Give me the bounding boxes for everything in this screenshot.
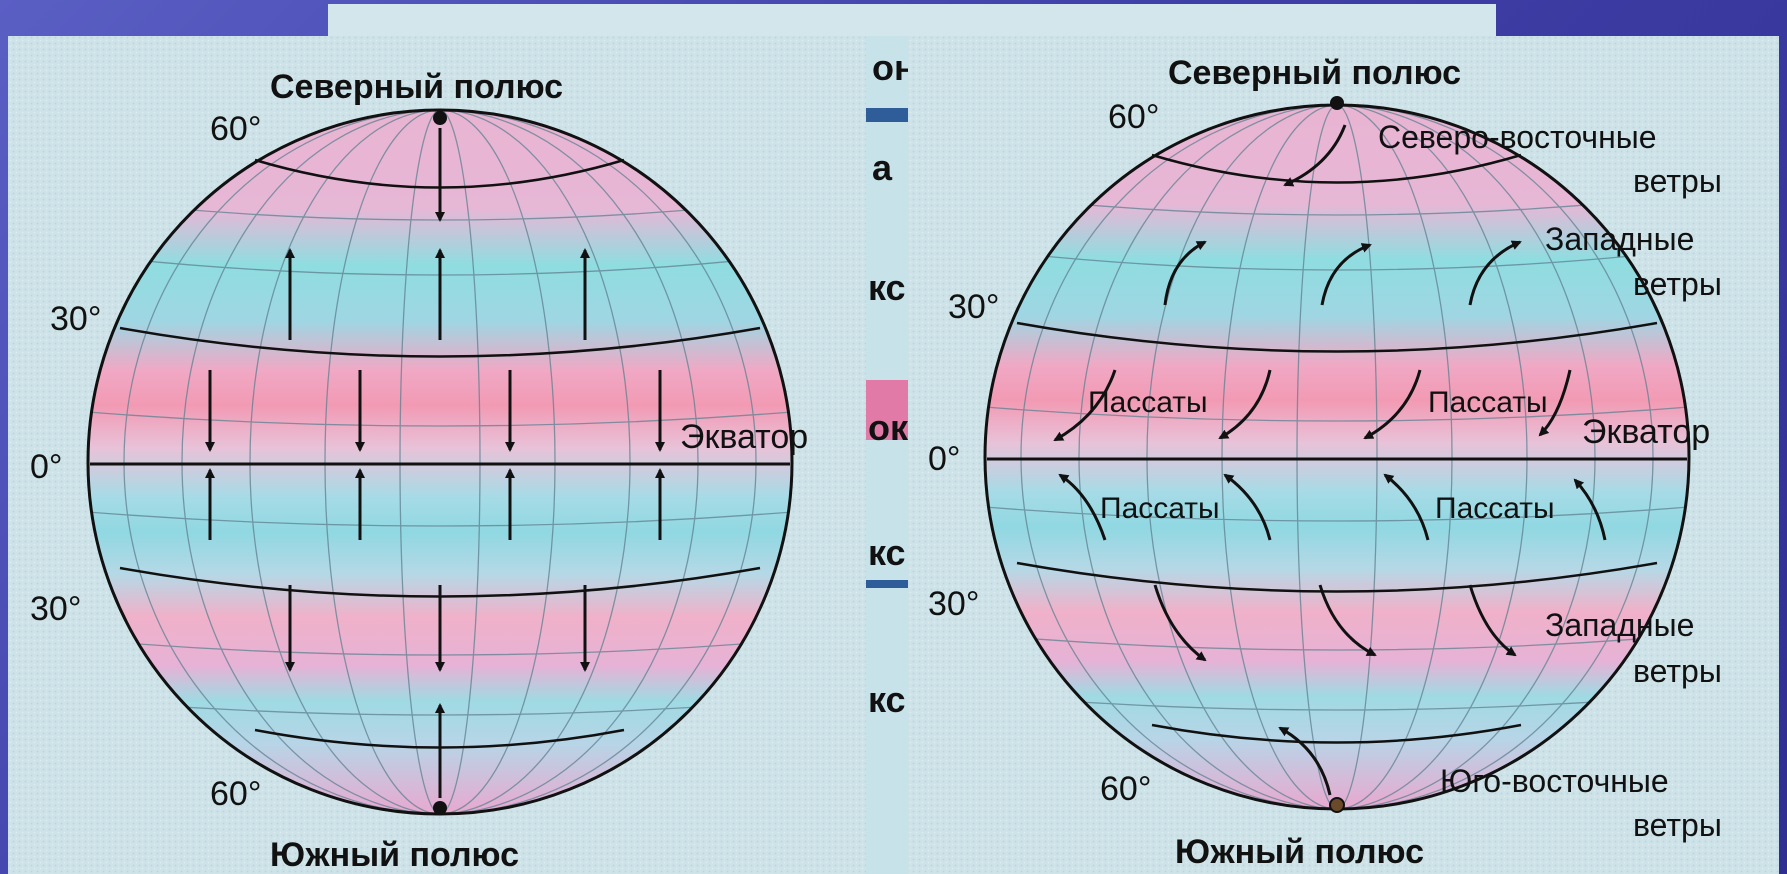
lat-30s-label: 30° bbox=[928, 585, 979, 623]
north-pole-label: Северный полюс bbox=[1168, 54, 1461, 92]
lat-60n-label: 60° bbox=[210, 110, 261, 148]
trades-label: Пассаты bbox=[1428, 386, 1548, 419]
trades-label: Пассаты bbox=[1100, 492, 1220, 525]
ne-winds-label: Северо-восточные bbox=[1378, 119, 1657, 155]
left-arrows bbox=[205, 128, 665, 798]
middle-fragment: кс bbox=[868, 532, 906, 573]
middle-strip-bar bbox=[866, 108, 908, 122]
top-banner-strip bbox=[328, 4, 1496, 42]
middle-strip-bar bbox=[866, 580, 908, 588]
middle-strip-bar bbox=[866, 380, 908, 440]
se-winds-label: Юго-восточные bbox=[1440, 763, 1669, 799]
lat-30s-label: 30° bbox=[30, 590, 81, 628]
lat-0-label: 0° bbox=[30, 448, 63, 486]
lat-60n-label: 60° bbox=[1108, 98, 1159, 136]
south-pole-label: Южный полюс bbox=[1175, 833, 1424, 871]
west-winds-s-label: Западные bbox=[1545, 607, 1694, 643]
west-winds-n-label: ветры bbox=[1633, 266, 1722, 302]
lat-30n-label: 30° bbox=[50, 300, 101, 338]
lat-60s-label: 60° bbox=[210, 775, 261, 813]
trades-label: Пассаты bbox=[1088, 386, 1208, 419]
lat-30n-label: 30° bbox=[948, 288, 999, 326]
lat-60s-label: 60° bbox=[1100, 770, 1151, 808]
north-pole-label: Северный полюс bbox=[270, 68, 563, 106]
lat-0-label: 0° bbox=[928, 440, 961, 478]
right-arrows bbox=[1053, 124, 1607, 796]
west-winds-s-label: ветры bbox=[1633, 653, 1722, 689]
equator-label: Экватор bbox=[1582, 413, 1710, 451]
south-pole-label: Южный полюс bbox=[270, 836, 519, 874]
trades-label: Пассаты bbox=[1435, 492, 1555, 525]
middle-fragment: а bbox=[872, 147, 893, 188]
middle-fragment: кс bbox=[868, 267, 906, 308]
middle-fragment: ок bbox=[868, 407, 909, 448]
right-globe: Северный полюс Южный полюс 60° 30° 0° 30… bbox=[928, 54, 1722, 871]
se-winds-label: ветры bbox=[1633, 807, 1722, 843]
middle-fragment: кс bbox=[868, 679, 906, 720]
middle-strip bbox=[866, 36, 908, 874]
west-winds-n-label: Западные bbox=[1545, 221, 1694, 257]
left-globe: Северный полюс Южный полюс 60° 30° 0° 30… bbox=[30, 68, 808, 874]
ne-winds-label: ветры bbox=[1633, 163, 1722, 199]
equator-label: Экватор bbox=[680, 418, 808, 456]
